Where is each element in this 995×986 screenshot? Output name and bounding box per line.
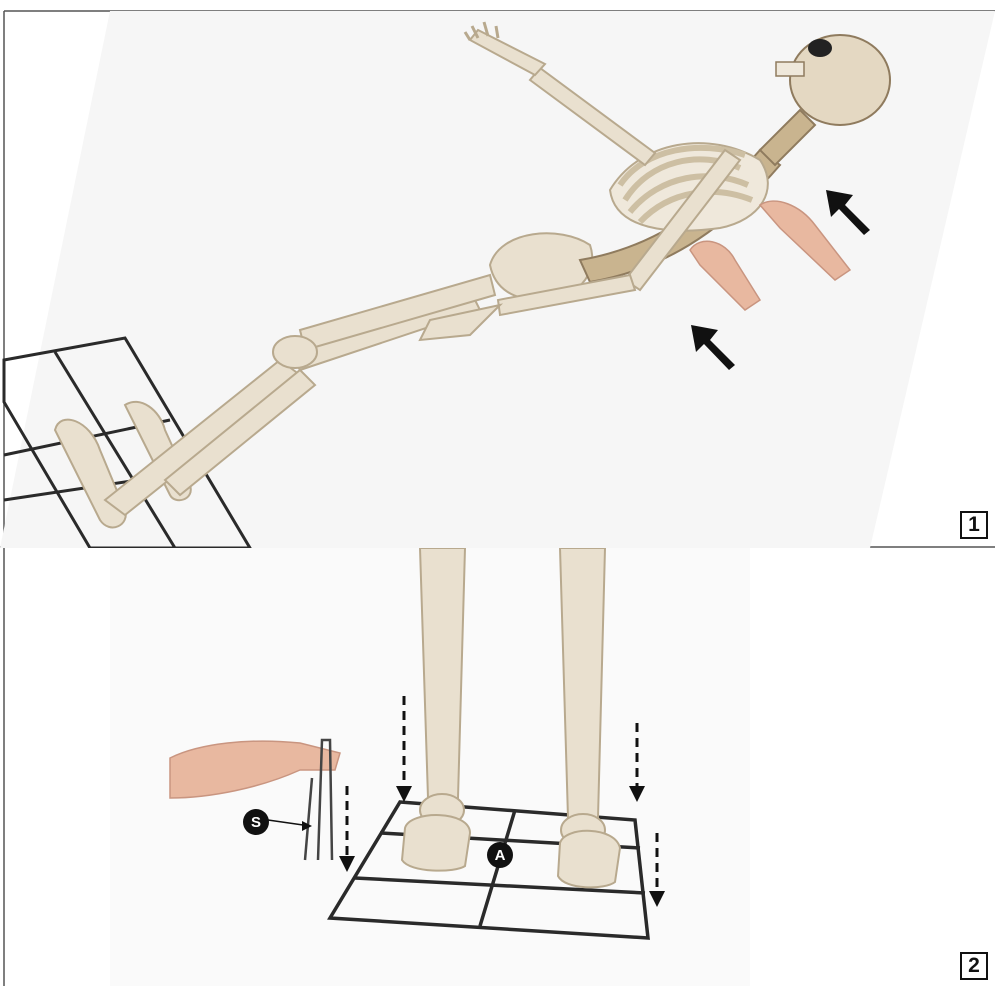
step-1-illustration <box>0 0 995 548</box>
step-number-1: 1 <box>960 511 988 539</box>
step-2-illustration <box>0 548 995 986</box>
callout-stake-badge: S <box>243 809 269 835</box>
step-1-panel: 1 <box>0 0 995 548</box>
callout-base-badge: A <box>487 842 513 868</box>
step-2-panel: S A 2 <box>0 548 995 986</box>
step-number-2: 2 <box>960 952 988 980</box>
